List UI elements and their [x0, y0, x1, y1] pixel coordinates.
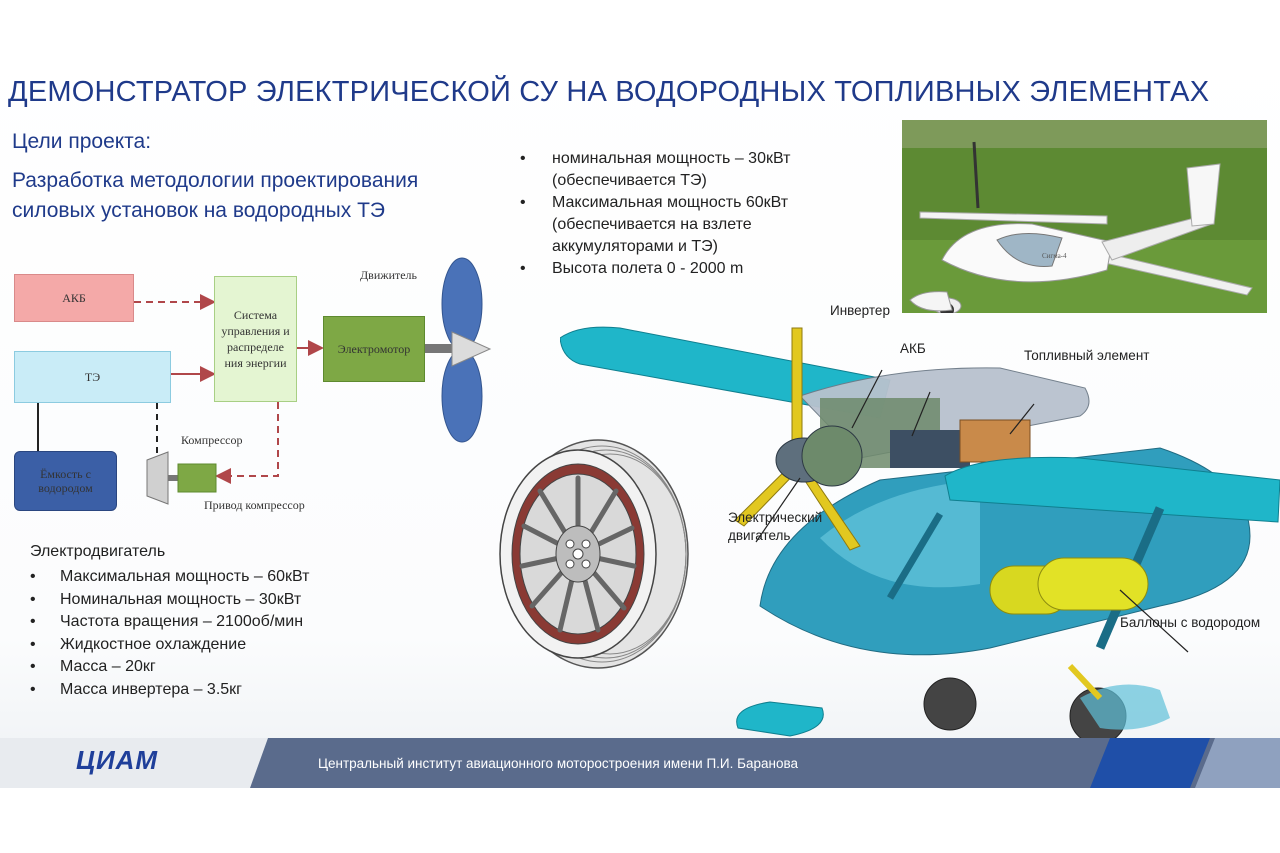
compressor-icon — [146, 451, 217, 505]
motor-spec-item: Частота вращения – 2100об/мин — [30, 611, 309, 634]
fuel-cell-label: ТЭ — [84, 369, 101, 384]
footer-bar — [0, 738, 1280, 788]
light-aircraft-icon: Сигма-4 — [909, 141, 1253, 313]
motor-spec-item: Масса инвертера – 3.5кг — [30, 679, 309, 702]
ciam-logo: ЦИАМ — [76, 745, 159, 775]
akb-callout: АКБ — [900, 341, 926, 356]
motor-specs-list: Максимальная мощность – 60кВт Номинальна… — [30, 566, 309, 702]
akb-block: АКБ — [14, 274, 134, 322]
aircraft-photo: Сигма-4 — [902, 120, 1267, 313]
fuel-cell-callout: Топливный элемент — [1024, 348, 1150, 363]
electric-motor-callout-line2: двигатель — [728, 528, 791, 543]
control-system-block: Система управления и распределе ния энер… — [214, 276, 297, 402]
fuel-cell-block: ТЭ — [14, 351, 171, 403]
electromotor-label: Электромотор — [337, 341, 411, 356]
compressor-label: Компрессор — [181, 433, 243, 447]
electric-motor-callout-line1: Электрический — [728, 510, 823, 525]
propulsor-label: Движитель — [360, 268, 418, 282]
electric-motor-image — [499, 439, 689, 669]
slide: ДЕМОНСТРАТОР ЭЛЕКТРИЧЕСКОЙ СУ НА ВОДОРОД… — [0, 38, 1280, 788]
diagram-graphics — [146, 257, 492, 505]
diagram-connectors — [37, 294, 454, 484]
compressor-drive-label: Привод компрессор — [204, 498, 305, 512]
aircraft-cutaway-image — [560, 326, 1280, 738]
hydrogen-tanks-callout: Баллоны с водородом — [1120, 615, 1261, 630]
hydrogen-tank-label: Ёмкость с водородом — [38, 467, 93, 495]
footer-text: Центральный институт авиационного моторо… — [318, 756, 798, 771]
motor-spec-item: Номинальная мощность – 30кВт — [30, 589, 309, 612]
propeller-icon — [441, 257, 492, 443]
goals-text: Разработка методологии проектирования си… — [12, 169, 419, 222]
electromotor-block: Электромотор — [323, 316, 425, 382]
hydrogen-tank-icon — [989, 557, 1149, 615]
aircraft-marking: Сигма-4 — [1042, 252, 1067, 260]
inverter-callout: Инвертер — [830, 303, 890, 318]
spec-item: Высота полета 0 - 2000 m — [520, 258, 840, 280]
specs-list: номинальная мощность – 30кВт (обеспечива… — [520, 148, 840, 280]
motor-spec-item: Максимальная мощность – 60кВт — [30, 566, 309, 589]
control-system-label: Система управления и распределе ния энер… — [221, 308, 290, 370]
goals-heading: Цели проекта: — [12, 130, 152, 153]
spec-item: Максимальная мощность 60кВт (обеспечивае… — [520, 192, 840, 258]
hydrogen-tank-block: Ёмкость с водородом — [14, 451, 117, 511]
motor-spec-item: Масса – 20кг — [30, 656, 309, 679]
slide-title: ДЕМОНСТРАТОР ЭЛЕКТРИЧЕСКОЙ СУ НА ВОДОРОД… — [8, 76, 1210, 108]
spec-item: номинальная мощность – 30кВт (обеспечива… — [520, 148, 840, 192]
motor-spec-item: Жидкостное охлаждение — [30, 634, 309, 657]
motor-heading: Электродвигатель — [30, 543, 166, 560]
akb-label: АКБ — [62, 290, 86, 305]
bottom-margin — [0, 788, 1280, 853]
